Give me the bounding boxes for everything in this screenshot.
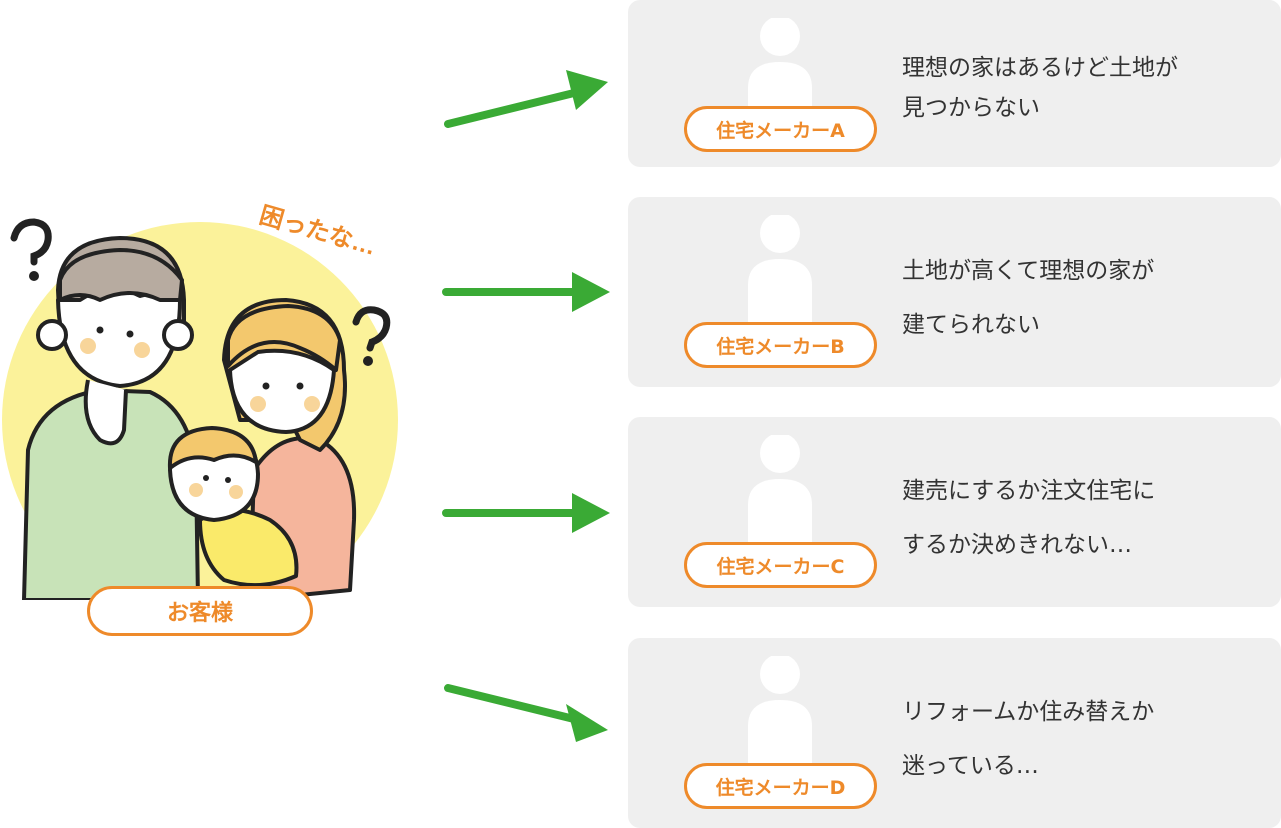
maker-card-b: 住宅メーカーB 土地が高くて理想の家が 建てられない <box>628 197 1281 387</box>
maker-label: 住宅メーカーC <box>684 542 877 588</box>
description-line: 土地が高くて理想の家が <box>902 258 1155 284</box>
description-line: 見つからない <box>902 95 1040 121</box>
father-figure <box>22 236 200 600</box>
description-line: 迷っている… <box>902 753 1039 779</box>
maker-label: 住宅メーカーD <box>684 763 877 809</box>
baby-eye <box>225 477 231 483</box>
maker-label: 住宅メーカーA <box>684 106 877 152</box>
maker-card-c: 住宅メーカーC 建売にするか注文住宅に するか決めきれない… <box>628 417 1281 607</box>
customer-label: お客様 <box>87 586 313 636</box>
arrow-c <box>442 493 610 533</box>
description-line: 建てられない <box>902 312 1040 338</box>
mother-eye <box>296 382 304 390</box>
father-eye <box>96 326 104 334</box>
mother-cheek <box>304 396 320 412</box>
father-eye <box>126 330 134 338</box>
baby-cheek <box>189 483 203 497</box>
mother-eye <box>262 382 270 390</box>
question-mark-icon-right <box>352 306 391 352</box>
arrow-d <box>444 684 608 742</box>
family-illustration: 困ったな… <box>2 202 398 600</box>
maker-card-d: 住宅メーカーD リフォームか住み替えか 迷っている… <box>628 638 1281 828</box>
maker-description: リフォームか住み替えか 迷っている… <box>902 692 1262 786</box>
maker-description: 理想の家はあるけど土地が 見つからない <box>902 48 1262 128</box>
question-mark-dot-left <box>29 271 39 281</box>
description-line: リフォームか住み替えか <box>902 699 1155 725</box>
question-mark-icon-left <box>10 218 52 266</box>
father-cheek <box>134 342 150 358</box>
maker-description: 建売にするか注文住宅に するか決めきれない… <box>902 471 1262 565</box>
mother-cheek <box>250 396 266 412</box>
description-line: 建売にするか注文住宅に <box>902 478 1156 504</box>
question-mark-dot-right <box>363 356 373 366</box>
arrow-a <box>444 70 608 128</box>
description-line: するか決めきれない… <box>902 532 1132 558</box>
arrow-b <box>442 272 610 312</box>
maker-label: 住宅メーカーB <box>684 322 877 368</box>
father-cheek <box>80 338 96 354</box>
maker-card-a: 住宅メーカーA 理想の家はあるけど土地が 見つからない <box>628 0 1281 167</box>
description-line: 理想の家はあるけど土地が <box>902 55 1178 81</box>
baby-cheek <box>229 485 243 499</box>
baby-eye <box>203 475 209 481</box>
maker-description: 土地が高くて理想の家が 建てられない <box>902 251 1262 345</box>
arrow-group <box>442 70 610 742</box>
